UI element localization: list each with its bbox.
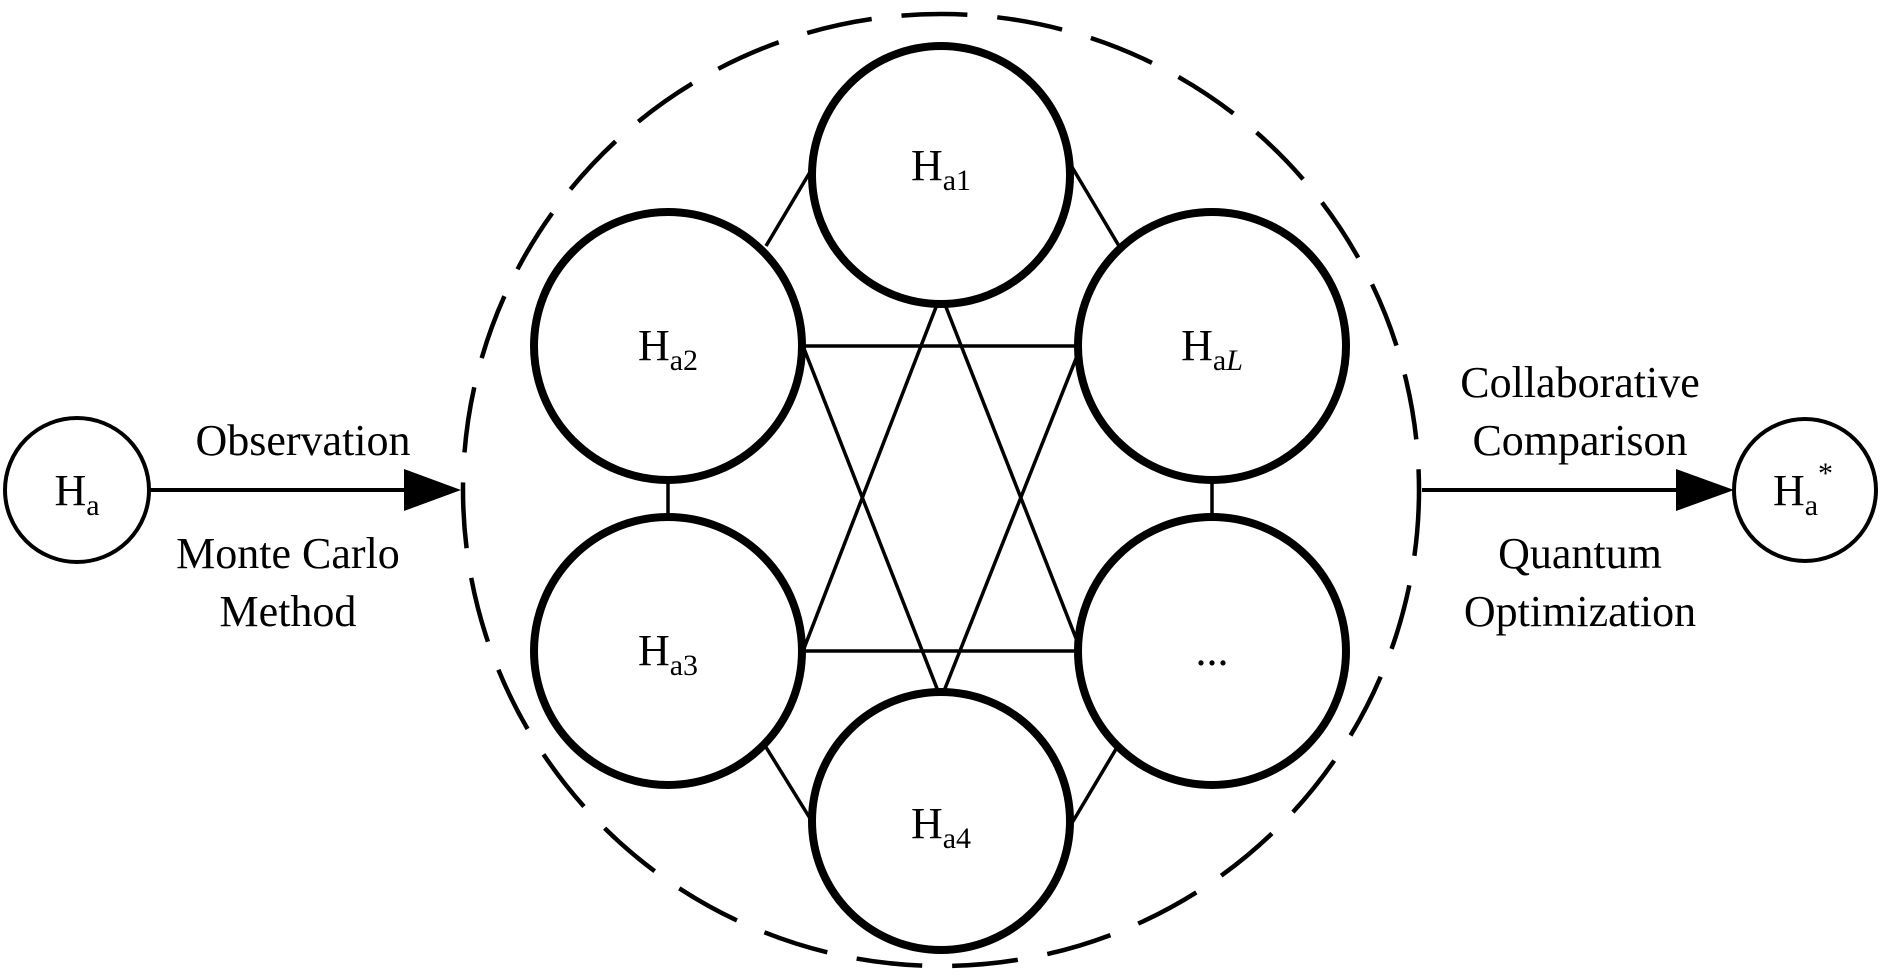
- label-output-ha-star: Ha*: [1773, 457, 1833, 522]
- right-arrow: [1422, 469, 1734, 511]
- right-bottom-label-line1: Quantum: [1498, 529, 1662, 578]
- left-arrowhead: [404, 469, 461, 511]
- label-ha2: Ha2: [638, 321, 698, 377]
- edge-h2-h4: [801, 345, 940, 692]
- left-bottom-label-line2: Method: [220, 587, 357, 636]
- ensemble-nodes: [530, 42, 1350, 954]
- edge-h1-hdots: [942, 301, 1083, 652]
- ensemble-connections: [666, 161, 1214, 829]
- label-input-ha: Ha: [54, 466, 99, 522]
- label-ha4: Ha4: [911, 799, 971, 855]
- label-hdots: ...: [1196, 626, 1229, 675]
- label-haL: HaL: [1181, 321, 1243, 377]
- node-ha2: [530, 208, 806, 484]
- right-bottom-label-line2: Optimization: [1464, 587, 1696, 636]
- edge-h2-h1: [764, 161, 818, 247]
- node-hdots: [1074, 513, 1350, 789]
- node-ha1: [808, 42, 1074, 308]
- node-ha3: [530, 513, 806, 789]
- node-ha4: [808, 688, 1074, 954]
- label-ha1: Ha1: [911, 141, 971, 197]
- label-ha3: Ha3: [638, 626, 698, 682]
- edge-hdots-h4: [1067, 743, 1121, 829]
- node-haL: [1074, 208, 1350, 484]
- edge-h1-hL: [1067, 161, 1121, 247]
- left-arrow: [149, 469, 461, 511]
- right-arrowhead: [1676, 469, 1734, 511]
- edge-h1-h3: [801, 301, 940, 652]
- edge-h3-h4: [762, 743, 818, 829]
- ensemble-boundary: [460, 11, 1422, 969]
- right-top-label-line1: Collaborative: [1460, 358, 1700, 407]
- left-top-label: Observation: [195, 416, 410, 465]
- right-top-label-line2: Comparison: [1472, 416, 1687, 465]
- edge-hL-h4: [942, 345, 1083, 692]
- left-bottom-label-line1: Monte Carlo: [176, 529, 400, 578]
